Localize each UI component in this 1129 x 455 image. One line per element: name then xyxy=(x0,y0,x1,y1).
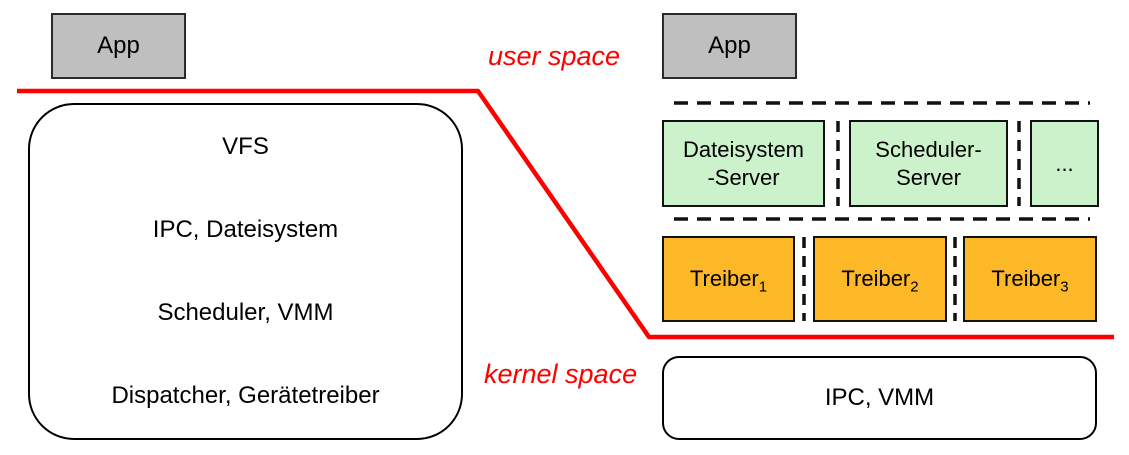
server-label-line: Server xyxy=(896,164,961,190)
server-label-line: -Server xyxy=(707,164,780,190)
server-box-dateisystem: Dateisystem -Server xyxy=(662,120,825,207)
server-label-line: ... xyxy=(1055,150,1074,176)
driver-box-treiber-1: Treiber1 xyxy=(662,236,795,322)
driver-label: Treiber3 xyxy=(991,266,1069,296)
server-label-line: Dateisystem xyxy=(682,137,805,162)
microkernel-kernel-box: IPC, VMM xyxy=(662,356,1097,440)
app-box-microkernel: App xyxy=(662,13,797,79)
monolithic-kernel-box: VFS IPC, Dateisystem Scheduler, VMM Disp… xyxy=(28,103,463,440)
driver-label: Treiber2 xyxy=(841,266,919,296)
layer-scheduler-vmm: Scheduler, VMM xyxy=(157,299,334,327)
app-label: App xyxy=(97,32,140,59)
layer-dispatcher-geraetetreiber: Dispatcher, Gerätetreiber xyxy=(111,382,380,410)
app-label: App xyxy=(708,32,751,59)
driver-label: Treiber1 xyxy=(689,266,768,296)
kernel-space-label: kernel space xyxy=(484,359,638,389)
app-box-monolithic: App xyxy=(51,13,186,79)
server-label-line: Scheduler- xyxy=(875,137,982,162)
server-box-ellipsis: ... xyxy=(1030,120,1099,207)
user-space-label: user space xyxy=(488,41,621,71)
driver-box-treiber-2: Treiber2 xyxy=(813,236,947,322)
layer-vfs: VFS xyxy=(222,132,269,160)
server-box-scheduler: Scheduler- Server xyxy=(849,120,1008,207)
layer-ipc-dateisystem: IPC, Dateisystem xyxy=(152,215,339,243)
driver-box-treiber-3: Treiber3 xyxy=(963,236,1097,322)
kernel-box-label: IPC, VMM xyxy=(824,384,935,411)
